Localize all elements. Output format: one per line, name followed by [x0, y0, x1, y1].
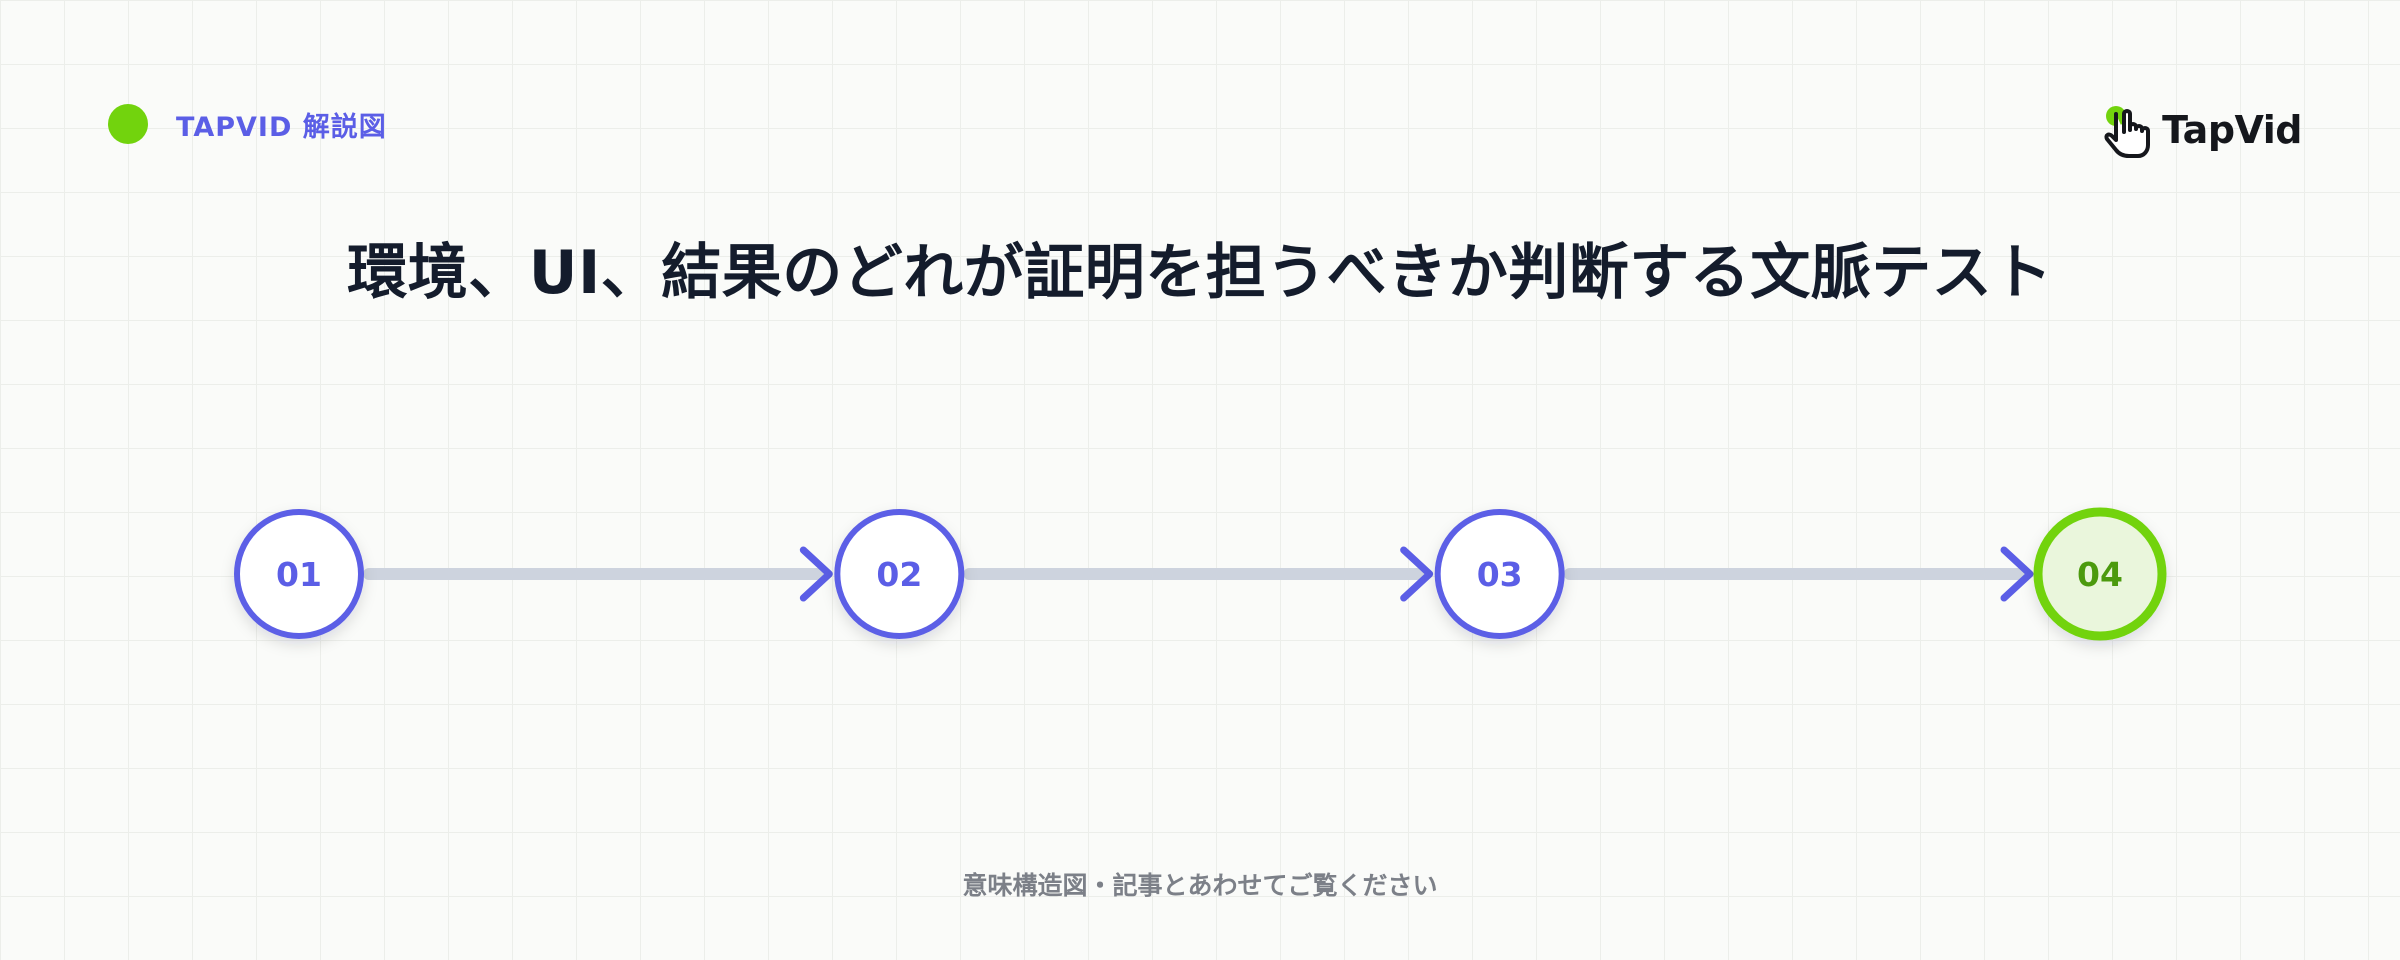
header-badge: TAPVID 解説図	[108, 104, 387, 144]
step-node-04: 04	[2033, 507, 2167, 641]
step-circle	[834, 509, 965, 639]
connector-arrow	[963, 546, 1434, 602]
arrow-right-icon	[799, 546, 833, 602]
tap-hand-icon	[2104, 106, 2151, 158]
green-dot-icon	[108, 104, 148, 144]
connector-arrow	[363, 546, 833, 602]
step-number: 04	[2077, 555, 2123, 594]
badge-label: TAPVID 解説図	[176, 111, 387, 143]
footer-note: 意味構造図・記事とあわせてご覧ください	[962, 871, 1438, 900]
step-circle	[1434, 509, 1565, 639]
step-number: 03	[1477, 555, 1523, 594]
connector-arrow	[1563, 546, 2034, 602]
step-node-03: 03	[1434, 509, 1565, 639]
step-node-02: 02	[834, 509, 965, 639]
step-number: 02	[876, 555, 922, 594]
step-node-01: 01	[234, 509, 364, 639]
page-title: 環境、UI、結果のどれが証明を担うべきか判断する文脈テスト	[347, 238, 2053, 308]
step-number: 01	[276, 555, 322, 594]
step-circle	[234, 509, 364, 639]
tapvid-logo[interactable]: TapVid	[2102, 100, 2302, 160]
step-circle	[2033, 507, 2167, 641]
arrow-right-icon	[1400, 546, 1434, 602]
arrow-right-icon	[2000, 546, 2034, 602]
logo-text: TapVid	[2162, 108, 2302, 152]
